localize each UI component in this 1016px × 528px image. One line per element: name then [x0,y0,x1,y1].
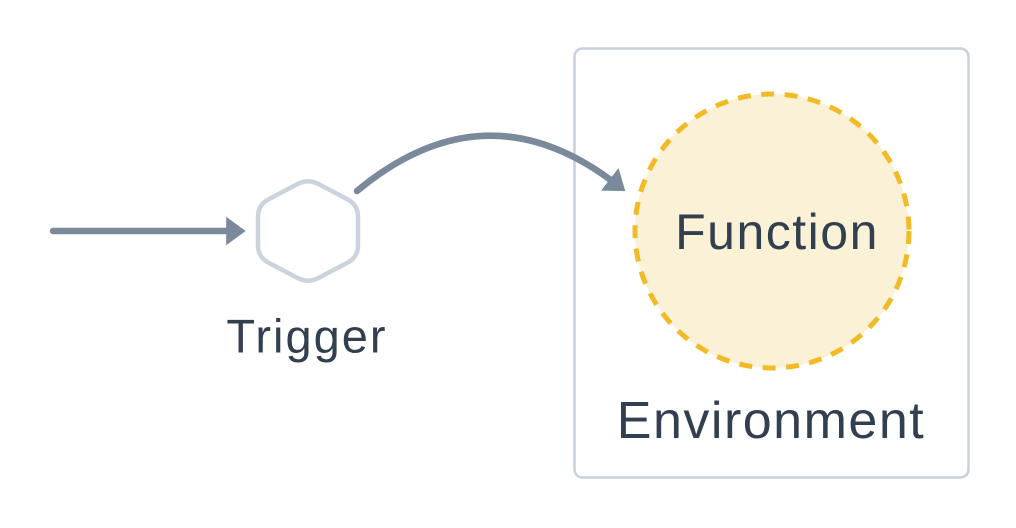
trigger-label: Trigger [226,309,388,363]
function-circle [632,91,912,371]
function-label: Function [675,204,879,260]
environment-label: Environment [616,392,926,450]
trigger-to-function-arrow [353,132,626,195]
trigger-hexagon-icon [255,179,361,283]
